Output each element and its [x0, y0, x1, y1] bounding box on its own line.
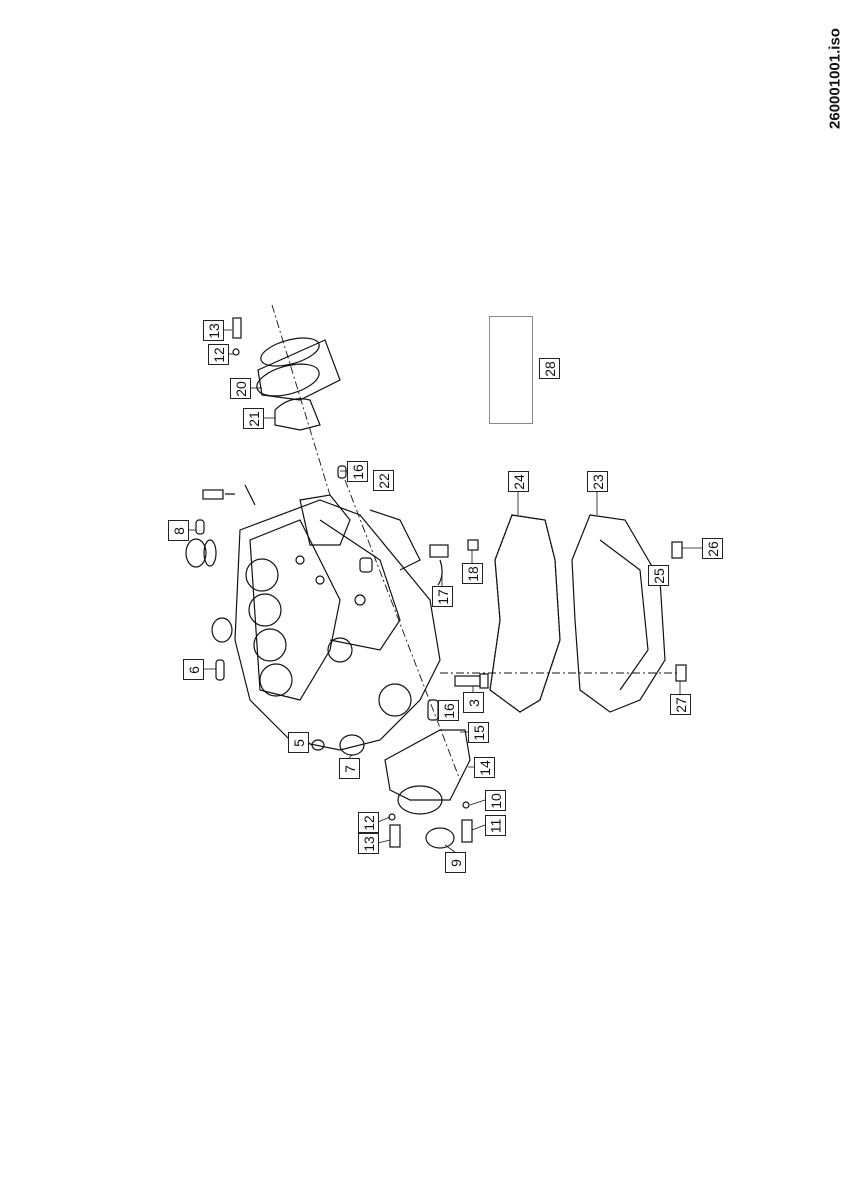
callout-text: 12: [360, 814, 377, 831]
callout-text: 15: [470, 724, 487, 741]
callout-text: 13: [205, 322, 222, 339]
document-id: 260001001.iso: [826, 28, 844, 129]
rear-seal-housing: [256, 337, 341, 431]
callout-18: 18: [462, 563, 483, 584]
callout-12: 12: [208, 344, 229, 365]
callout-text: 9: [447, 858, 464, 867]
callout-text: 14: [476, 759, 493, 776]
callout-text: 20: [232, 380, 249, 397]
callout-6: 6: [183, 659, 204, 680]
callout-10: 10: [485, 790, 506, 811]
callout-text: 11: [487, 818, 504, 833]
small-parts: [185, 317, 687, 849]
callout-text: 3: [465, 698, 482, 707]
callout-text: 13: [360, 835, 377, 852]
callout-7: 7: [339, 758, 360, 779]
callout-15: 15: [468, 722, 489, 743]
callout-17: 17: [432, 586, 453, 607]
callout-16: 16: [347, 461, 368, 482]
callout-text: 16: [440, 702, 457, 719]
callout-text: 18: [464, 565, 481, 582]
oil-pan: [571, 514, 666, 713]
callout-text: 12: [210, 346, 227, 363]
engine-block: [234, 494, 441, 751]
callout-text: 16: [349, 463, 366, 480]
callout-26: 26: [702, 538, 723, 559]
callout-21: 21: [243, 408, 264, 429]
callout-22: 22: [373, 470, 394, 491]
callout-20: 20: [230, 378, 251, 399]
callout-13-lower: 13: [358, 833, 379, 854]
callout-3: 3: [463, 692, 484, 713]
callout-12-lower: 12: [358, 812, 379, 833]
callout-text: 27: [672, 696, 689, 713]
callout-text: 17: [434, 588, 451, 605]
callout-text: 25: [650, 567, 667, 584]
callout-text: 10: [487, 792, 504, 809]
callout-13: 13: [203, 320, 224, 341]
callout-text: 22: [375, 472, 392, 489]
callout-text: 7: [341, 764, 358, 773]
callout-text: 24: [510, 473, 527, 490]
callout-25: 25: [648, 565, 669, 586]
callout-8: 8: [168, 520, 189, 541]
callout-24: 24: [508, 471, 529, 492]
callout-28: 28: [539, 358, 560, 379]
callout-9: 9: [445, 852, 466, 873]
callout-text: 26: [704, 540, 721, 557]
callout-11: 11: [485, 815, 506, 836]
callout-text: 6: [185, 665, 202, 674]
callout-27: 27: [670, 694, 691, 715]
callout-text: 23: [589, 473, 606, 490]
callout-16-lower: 16: [438, 700, 459, 721]
callout-text: 5: [290, 738, 307, 747]
callout-text: 28: [541, 360, 558, 377]
callout-14: 14: [474, 757, 495, 778]
callout-text: 8: [170, 526, 187, 535]
part-28-placeholder-box: [489, 316, 533, 424]
callout-5: 5: [288, 732, 309, 753]
callout-text: 21: [245, 410, 262, 427]
callout-23: 23: [587, 471, 608, 492]
